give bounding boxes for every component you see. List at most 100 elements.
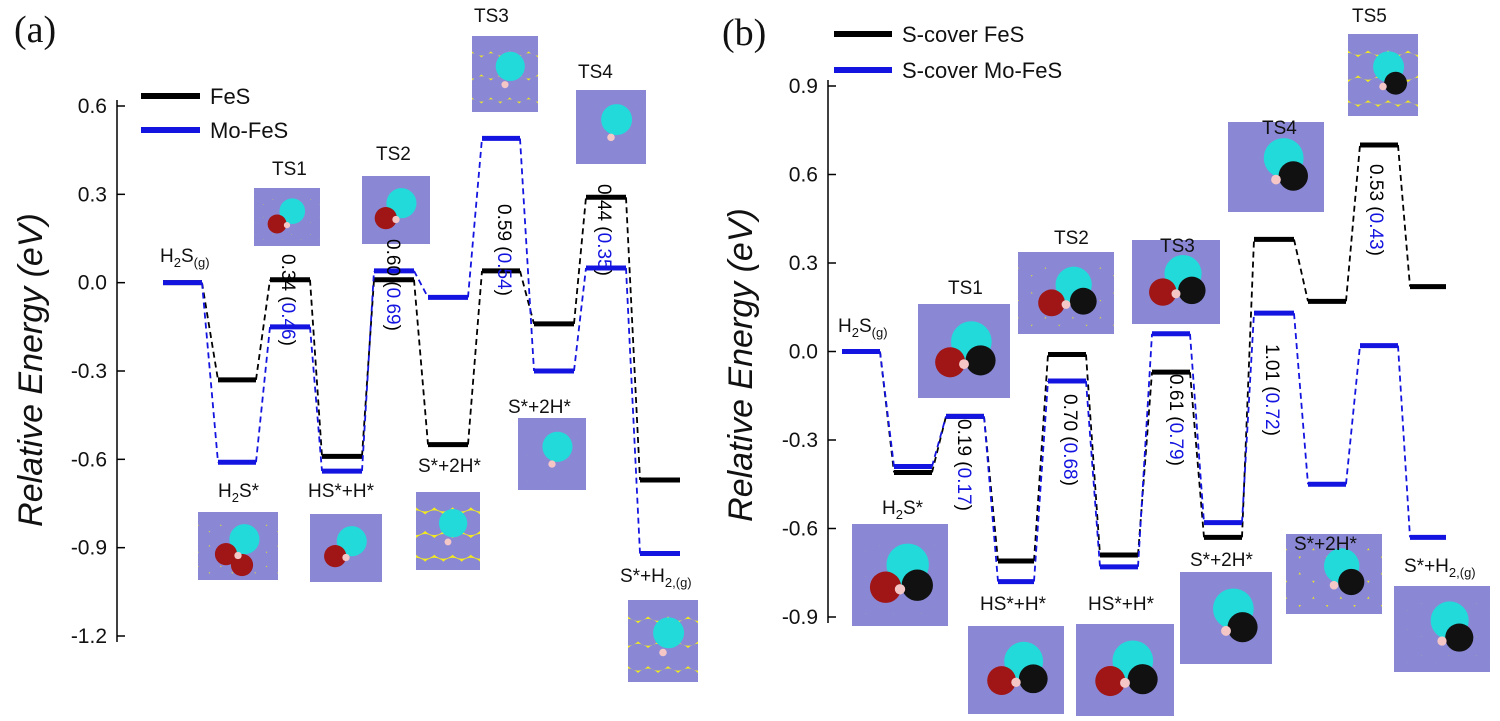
barrier-label: 0.34 (0.46) <box>277 254 298 346</box>
state-label-ts3: TS3 <box>1160 236 1195 257</box>
y-tick-label: -0.9 <box>71 537 107 560</box>
connector <box>1397 144 1411 287</box>
structure-thumbnail <box>1076 624 1174 716</box>
structure-thumbnail <box>968 626 1064 714</box>
connector <box>1189 372 1205 538</box>
state-label-s-h2g: S*+H2,(g) <box>1404 556 1476 580</box>
state-label-s-2h: S*+2H* <box>1190 550 1253 571</box>
barrier-label: 0.60 (0.69) <box>382 239 403 331</box>
state-label-s-2h: S*+2H* <box>418 456 481 477</box>
barrier-label: 0.44 (0.35) <box>593 184 614 276</box>
y-tick-label: -0.9 <box>782 606 818 629</box>
connector <box>625 267 641 554</box>
panel-a-plot: 0.60.30.0-0.3-0.6-0.9-1.2H2S(g)H2S*TS1HS… <box>71 6 698 682</box>
structure-thumbnail <box>1348 34 1418 116</box>
structure-thumbnail <box>1018 252 1114 334</box>
legend-label-mo-fes: Mo-FeS <box>210 118 288 143</box>
legend-label-fes: FeS <box>210 84 250 109</box>
panel-a-ylabel: Relative Energy (eV) <box>12 213 50 527</box>
connector <box>1345 345 1361 485</box>
barrier-label: 0.70 (0.68) <box>1059 394 1080 486</box>
structure-thumbnail <box>576 90 646 164</box>
state-label-ts2: TS2 <box>1054 228 1089 249</box>
connector <box>413 270 429 298</box>
connector <box>361 270 375 472</box>
connector <box>467 270 483 445</box>
connector <box>573 267 587 372</box>
connector <box>1293 239 1309 302</box>
connector <box>1033 380 1049 582</box>
legend-label-s-cover-mo-fes: S-cover Mo-FeS <box>902 58 1062 83</box>
connector <box>1137 333 1153 567</box>
connector <box>519 138 535 372</box>
y-tick-label: 0.0 <box>789 341 818 364</box>
connector <box>625 197 641 480</box>
connector <box>931 416 947 467</box>
connector <box>1033 354 1049 562</box>
y-tick-label: 0.0 <box>78 272 107 295</box>
panel-a-legend: FeS Mo-FeS <box>141 84 288 143</box>
structure-thumbnail <box>1286 534 1382 614</box>
connector <box>983 416 999 582</box>
y-tick-label: -0.3 <box>782 429 818 452</box>
legend-label-s-cover-fes: S-cover FeS <box>902 22 1024 47</box>
barrier-label: 0.61 (0.79) <box>1165 374 1186 466</box>
structure-thumbnail <box>198 512 278 580</box>
state-label-h2s-g: H2S(g) <box>160 246 210 270</box>
barrier-label: 1.01 (0.72) <box>1261 344 1282 436</box>
panel-b-ylabel: Relative Energy (eV) <box>722 208 760 522</box>
connector <box>879 351 895 467</box>
barrier-label: 0.53 (0.43) <box>1365 164 1386 256</box>
y-tick-label: 0.6 <box>78 95 107 118</box>
state-label-ts3: TS3 <box>474 6 509 27</box>
connector <box>255 279 271 380</box>
connector <box>1397 345 1411 538</box>
state-label-h2s-ads: H2S* <box>882 498 924 522</box>
panel-b-plot: 0.90.60.30.0-0.3-0.6-0.9H2S(g)H2S*TS1HS*… <box>782 6 1490 716</box>
y-tick-label: 0.3 <box>78 183 107 206</box>
state-label-s-h2g: S*+H2,(g) <box>620 566 692 590</box>
connector <box>1189 333 1205 523</box>
state-label-ts4: TS4 <box>578 62 613 83</box>
structure-thumbnail <box>472 36 538 112</box>
state-label-ts1: TS1 <box>948 278 983 299</box>
state-label-s-2h-b: S*+2H* <box>1294 534 1357 555</box>
y-tick-label: 0.6 <box>789 164 818 187</box>
connector <box>467 138 483 298</box>
state-label-ts1: TS1 <box>272 159 307 180</box>
panel-b-legend: S-cover FeS S-cover Mo-FeS <box>834 22 1062 83</box>
state-label-h2s-ads: H2S* <box>218 481 260 505</box>
connector <box>1241 313 1255 523</box>
barrier-label: 0.19 (0.17) <box>953 419 974 511</box>
y-tick-label: 0.3 <box>789 252 818 275</box>
connector <box>413 279 429 445</box>
state-label-ts2: TS2 <box>376 144 411 165</box>
state-label-hs-h-b: HS*+H* <box>1088 594 1155 615</box>
structure-thumbnail <box>1180 572 1272 664</box>
connector <box>1345 144 1361 302</box>
structure-thumbnail <box>1228 122 1324 212</box>
structure-thumbnail <box>310 514 382 582</box>
series-fes <box>163 194 680 483</box>
connector <box>309 326 323 472</box>
connector <box>255 326 271 463</box>
y-tick-label: -0.6 <box>782 518 818 541</box>
connector <box>1085 354 1101 556</box>
connector <box>1241 239 1255 538</box>
connector <box>1085 380 1101 567</box>
state-label-hs-h: HS*+H* <box>980 594 1047 615</box>
connector <box>201 282 219 380</box>
state-label-ts4: TS4 <box>1262 118 1297 139</box>
y-tick-label: -0.6 <box>71 448 107 471</box>
structure-thumbnail <box>1132 240 1220 324</box>
state-label-hs-h: HS*+H* <box>308 481 375 502</box>
series-s-cover-mo-fes <box>842 310 1446 585</box>
connector <box>309 279 323 457</box>
structure-thumbnail <box>518 418 586 490</box>
structure-thumbnail <box>416 492 480 570</box>
structure-thumbnail <box>362 176 430 244</box>
state-label-s-2h-b: S*+2H* <box>508 397 571 418</box>
structure-thumbnail <box>918 304 1010 398</box>
state-label-h2s-g: H2S(g) <box>838 316 888 340</box>
connector <box>573 197 587 324</box>
